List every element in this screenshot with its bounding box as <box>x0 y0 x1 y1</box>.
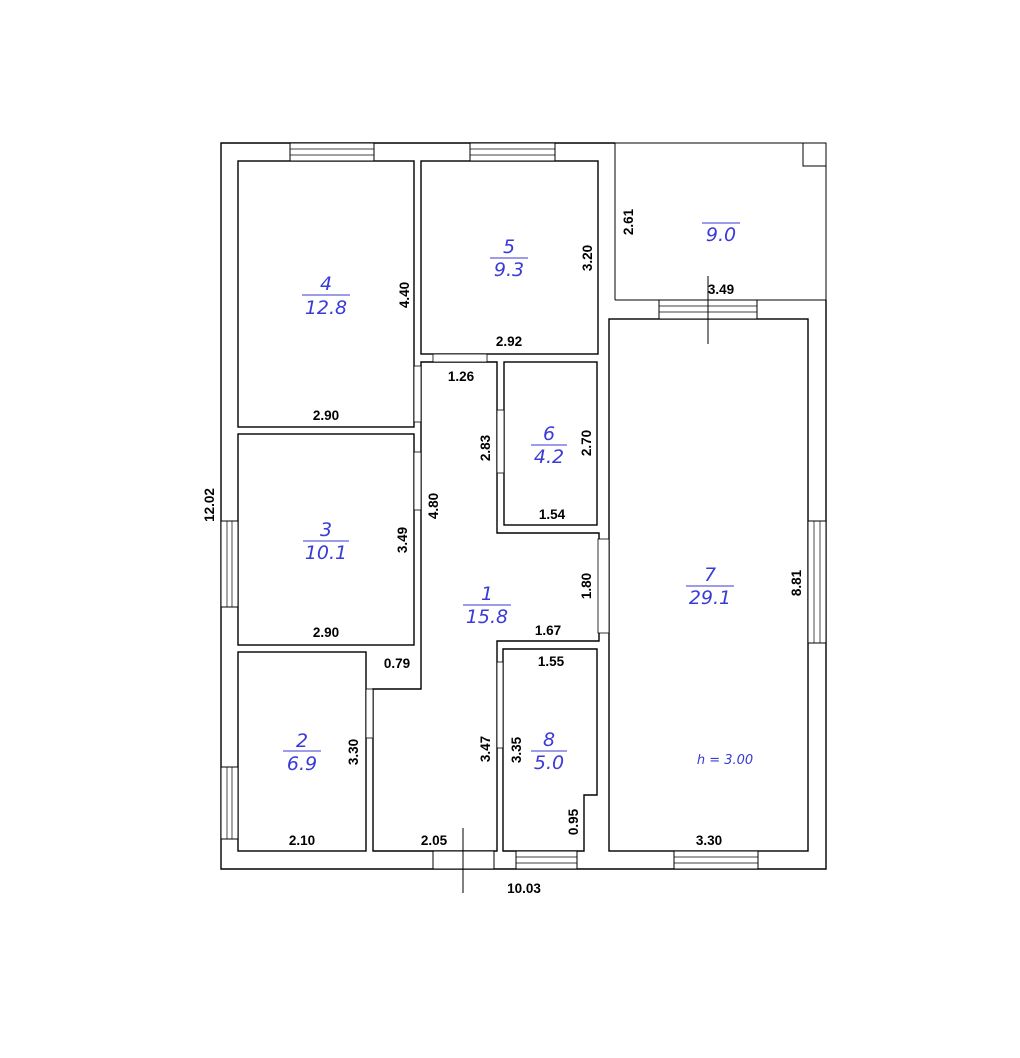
dim-corridor-height: 4.80 <box>426 493 441 519</box>
svg-text:15.8: 15.8 <box>466 606 508 628</box>
svg-text:4.2: 4.2 <box>534 446 564 468</box>
svg-text:12.8: 12.8 <box>305 297 347 319</box>
dim-total-height: 12.02 <box>202 488 217 522</box>
room-label-5: 5 9.3 <box>490 236 528 281</box>
ceiling-height-note: h = 3.00 <box>697 753 753 768</box>
room-1-outline <box>372 361 600 852</box>
dim-door-opening: 1.26 <box>448 369 475 384</box>
door-room3 <box>413 451 422 511</box>
dim-room8-notch: 0.95 <box>566 808 581 835</box>
svg-text:8: 8 <box>543 729 555 751</box>
window-room7-right <box>807 520 827 644</box>
dim-room7-width: 3.30 <box>696 833 722 848</box>
window-room5 <box>469 142 556 162</box>
door-room5 <box>432 353 488 363</box>
dim-room4-width: 2.90 <box>313 408 339 423</box>
dim-room4-height: 4.40 <box>397 282 412 308</box>
door-room6 <box>496 409 505 474</box>
svg-text:9.3: 9.3 <box>494 259 524 281</box>
dim-terrace-height: 2.61 <box>621 208 636 235</box>
svg-text:7: 7 <box>704 564 716 586</box>
room-label-8: 8 5.0 <box>531 729 567 774</box>
door-room7 <box>597 538 610 634</box>
room-label-terrace: 9.0 <box>702 222 740 246</box>
room-label-3: 3 10.1 <box>303 519 349 564</box>
dim-passage-height: 1.80 <box>579 573 594 599</box>
window-room8 <box>515 850 578 870</box>
dim-room3-height: 3.49 <box>395 527 410 553</box>
doors <box>365 276 709 893</box>
svg-text:10.1: 10.1 <box>305 542 347 564</box>
dim-room8-height: 3.35 <box>509 736 524 763</box>
dim-corridor-lower-height: 3.47 <box>478 736 493 762</box>
door-room4 <box>413 365 422 423</box>
dim-room6-right-height: 2.70 <box>579 430 594 456</box>
room-label-6: 6 4.2 <box>531 423 567 468</box>
svg-text:5: 5 <box>503 236 515 258</box>
svg-text:9.0: 9.0 <box>706 224 736 246</box>
room-labels: 4 12.8 5 9.3 9.0 6 4.2 3 10.1 1 15.8 <box>283 222 753 775</box>
dim-hall-width: 2.05 <box>421 833 448 848</box>
room-label-7: 7 29.1 <box>686 564 734 609</box>
dim-corridor-width: 1.67 <box>535 623 561 638</box>
dim-terrace-width: 3.49 <box>708 282 734 297</box>
svg-text:6.9: 6.9 <box>287 753 317 775</box>
svg-text:6: 6 <box>543 423 555 445</box>
dim-room6-width: 1.54 <box>539 507 566 522</box>
dim-total-width: 10.03 <box>507 881 541 896</box>
dim-step: 0.79 <box>384 656 410 671</box>
svg-text:2: 2 <box>296 730 308 752</box>
dim-room2-width: 2.10 <box>289 833 315 848</box>
dim-room7-height: 8.81 <box>789 569 804 596</box>
window-room2 <box>220 766 239 840</box>
room-2-outline <box>237 651 367 852</box>
dim-room3-width: 2.90 <box>313 625 339 640</box>
dim-room8-top-width: 1.55 <box>538 654 565 669</box>
dim-room2-height: 3.30 <box>346 739 361 765</box>
svg-text:4: 4 <box>320 273 332 295</box>
window-room7-bottom <box>673 850 759 870</box>
door-room2 <box>365 688 374 739</box>
window-room3 <box>220 520 239 608</box>
dim-room6-left-height: 2.83 <box>478 434 493 461</box>
svg-text:5.0: 5.0 <box>534 752 564 774</box>
room-label-2: 2 6.9 <box>283 730 321 775</box>
svg-text:3: 3 <box>320 519 332 541</box>
dimension-labels: 2.90 4.40 2.92 3.20 2.61 3.49 1.26 2.83 … <box>202 208 804 896</box>
corner-column <box>802 142 827 167</box>
door-room8 <box>496 661 504 749</box>
room-label-4: 4 12.8 <box>302 273 350 319</box>
svg-text:1: 1 <box>481 583 493 605</box>
window-room4 <box>289 142 375 162</box>
room-label-1: 1 15.8 <box>463 583 511 628</box>
dim-room5-height: 3.20 <box>580 245 595 271</box>
svg-text:29.1: 29.1 <box>689 587 731 609</box>
dim-room5-width: 2.92 <box>496 334 522 349</box>
room-8-outline <box>502 648 598 852</box>
